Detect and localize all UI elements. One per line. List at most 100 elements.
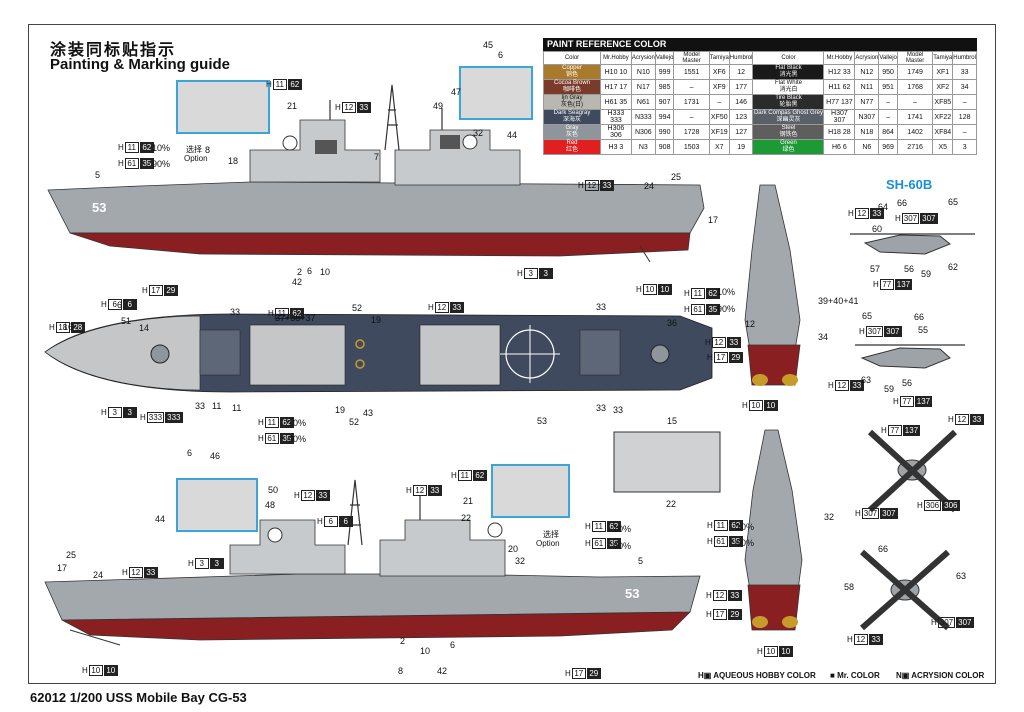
part-number-label: 36 — [667, 318, 678, 328]
col-acrysion: Acrysion — [630, 51, 656, 65]
part-number-label: 12 — [745, 319, 756, 329]
helicopter-top-2 — [860, 549, 950, 631]
part-number-label: 8 — [398, 666, 404, 676]
model-master-code: 1728 — [673, 124, 710, 140]
part-number-label: 7 — [374, 152, 380, 162]
option-zh-upper: 选择 — [186, 145, 202, 154]
part-number-label: 56 — [904, 264, 915, 274]
mix-pct-90-e: 90% — [736, 538, 755, 548]
heli-body-2 — [860, 347, 951, 369]
part-number-label: 59 — [921, 269, 932, 279]
acrysion-code: N3 — [630, 139, 656, 155]
end-view-lower — [744, 429, 803, 631]
model-master-code: 2716 — [896, 139, 934, 155]
mix-pct-90-a: 90% — [152, 159, 171, 169]
part-number-label: 63 — [956, 571, 967, 581]
aft-superstructure — [394, 129, 521, 186]
part-number-label: 10 — [420, 646, 431, 656]
part-number-label: 15 — [667, 416, 678, 426]
hull-number-upper: 53 — [92, 200, 106, 215]
part-number-label: 32 — [515, 556, 526, 566]
humbrol-code: 34 — [952, 79, 977, 95]
part-number-label: 44 — [507, 130, 518, 140]
humbrol-code: – — [952, 124, 977, 140]
radome-lower-b — [487, 522, 503, 538]
part-number-label: 65 — [862, 311, 873, 321]
rudder-lower — [69, 629, 121, 646]
part-number-label: 56 — [902, 378, 913, 388]
part-number-label: 6 — [498, 50, 504, 60]
vallejo-code: 908 — [654, 139, 675, 155]
mix-pct-10-d: 10% — [717, 287, 736, 297]
mrhobby-code: H333 333 — [600, 109, 632, 125]
part-number-label: 52 — [352, 303, 363, 313]
part-number-label: 33 — [596, 302, 607, 312]
side-view-upper: 53 — [47, 84, 705, 263]
part-number-label: 53 — [537, 416, 548, 426]
part-number-label: 66 — [878, 544, 889, 554]
gun-aft — [650, 344, 670, 364]
detail-inset-radar-upper — [459, 66, 533, 120]
mrhobby-code: H306 306 — [600, 124, 632, 140]
part-number-label: 22 — [666, 499, 677, 509]
part-number-label: 32 — [824, 512, 835, 522]
part-number-label: 33 — [596, 403, 607, 413]
humbrol-code: 3 — [952, 139, 977, 155]
col-model-master-2: Model Master — [896, 51, 934, 65]
title-english: Painting & Marking guide — [50, 56, 231, 73]
part-number-label: 18 — [228, 156, 239, 166]
top-callout-ring-a — [355, 339, 365, 349]
superstructure-aft-lower — [229, 519, 346, 575]
tamiya-code: X7 — [708, 139, 730, 155]
radome-lower-a — [267, 527, 283, 543]
radome-fwd — [282, 135, 298, 151]
hull-gray-side-lower — [44, 573, 701, 621]
end-view-upper — [744, 184, 801, 386]
deck-detail-inset — [613, 431, 721, 493]
vls-forward — [199, 329, 241, 376]
model-master-code: 1749 — [896, 64, 934, 80]
side-view-lower: 53 — [44, 479, 701, 646]
part-number-label: 33 — [230, 307, 241, 317]
legend-acrysion: N▣ ACRYSION COLOR — [896, 671, 985, 680]
forward-funnel — [315, 140, 337, 154]
vls-aft — [579, 329, 621, 376]
part-number-label: 2 — [400, 636, 406, 646]
footer-caption: 62012 1/200 USS Mobile Bay CG-53 — [30, 690, 247, 705]
